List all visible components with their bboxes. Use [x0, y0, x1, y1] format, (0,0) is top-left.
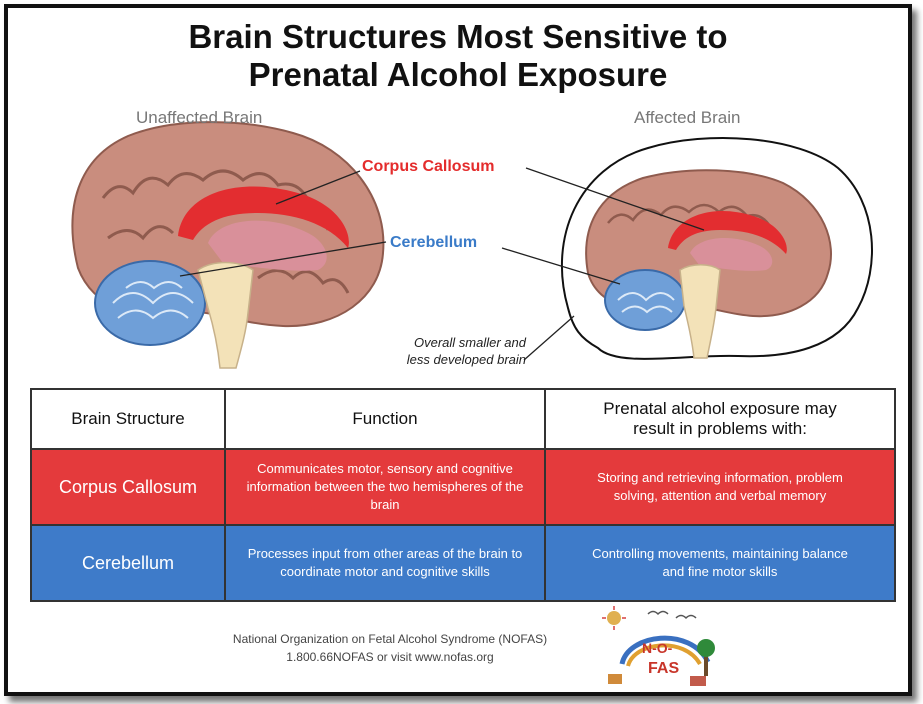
row-problems: Storing and retrieving information, prob… [544, 448, 896, 526]
brain-structure-table: Brain Structure Function Prenatal alcoho… [30, 388, 896, 602]
affected-brain-image [560, 137, 873, 360]
row-problems: Controlling movements, maintaining balan… [544, 524, 896, 602]
header-function: Function [224, 388, 546, 450]
footer-organization: National Organization on Fetal Alcohol S… [232, 632, 548, 646]
header-problems: Prenatal alcohol exposure may result in … [544, 388, 896, 450]
note-line-1: Overall smaller and [414, 335, 526, 350]
row-structure-name: Cerebellum [30, 524, 226, 602]
unaffected-brain-image [71, 121, 385, 369]
brain-illustrations [71, 121, 873, 369]
nofas-logo: N-O- FAS [600, 604, 730, 696]
note-line-2: less developed brain [406, 352, 526, 367]
header-brain-structure: Brain Structure [30, 388, 226, 450]
smaller-brain-note: Overall smaller and less developed brain [356, 334, 526, 368]
title-line-1: Brain Structures Most Sensitive to [188, 18, 728, 55]
corpus-callosum-callout: Corpus Callosum [362, 158, 495, 175]
poster-title: Brain Structures Most Sensitive to Prena… [8, 18, 908, 94]
nofas-logo-graphic [602, 606, 715, 686]
poster-frame: Brain Structures Most Sensitive to Prena… [4, 4, 912, 696]
table-row: Cerebellum Processes input from other ar… [30, 524, 896, 602]
row-function: Communicates motor, sensory and cognitiv… [224, 448, 546, 526]
logo-text-top: N-O- [642, 640, 673, 656]
footer-contact: 1.800.66NOFAS or visit www.nofas.org [286, 650, 494, 664]
title-line-2: Prenatal Alcohol Exposure [248, 56, 668, 93]
unaffected-brain-label: Unaffected Brain [136, 108, 263, 127]
row-structure-name: Corpus Callosum [30, 448, 226, 526]
table-header-row: Brain Structure Function Prenatal alcoho… [30, 388, 896, 450]
table-row: Corpus Callosum Communicates motor, sens… [30, 448, 896, 526]
logo-text-bottom: FAS [648, 660, 680, 677]
pointer-lines [179, 167, 705, 361]
row-function: Processes input from other areas of the … [224, 524, 546, 602]
footer-attribution: National Organization on Fetal Alcohol S… [190, 630, 590, 666]
affected-brain-label: Affected Brain [634, 108, 741, 127]
cerebellum-callout: Cerebellum [390, 234, 478, 251]
